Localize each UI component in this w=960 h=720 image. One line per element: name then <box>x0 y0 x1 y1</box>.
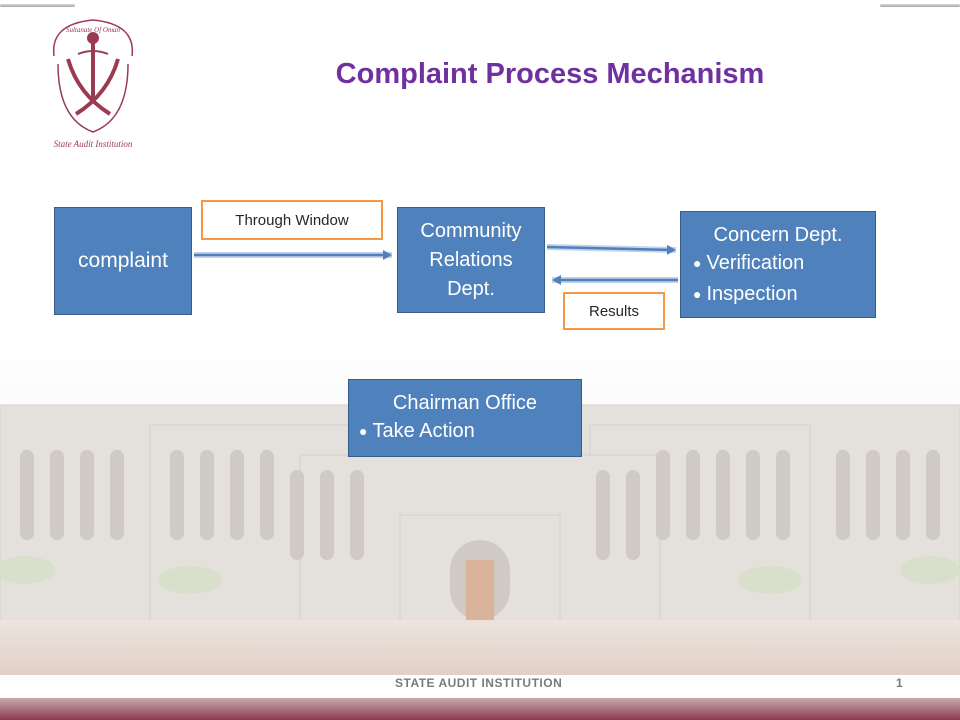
bullet-icon: ● <box>693 255 702 271</box>
concern-bullet-text: Inspection <box>706 283 798 305</box>
logo-top-text: Sultanate Of Oman <box>66 26 121 34</box>
chairman-bullet-text: Take Action <box>372 420 475 442</box>
logo-bottom-text: State Audit Institution <box>54 139 133 149</box>
page-number: 1 <box>896 676 903 690</box>
bullet-icon: ● <box>693 286 702 302</box>
footer-band <box>0 698 960 720</box>
state-audit-institution-logo: Sultanate Of Oman State Audit Institutio… <box>52 19 134 149</box>
slide-title: Complaint Process Mechanism <box>335 58 765 90</box>
complaint-node-label: complaint <box>78 249 168 272</box>
results-label: Results <box>563 292 665 330</box>
top-left-rule <box>0 4 75 7</box>
chairman-bullet-item: ● Take Action <box>359 416 581 447</box>
building-background-image <box>0 330 960 675</box>
concern-dept-node: Concern Dept. ● Verification ● Inspectio… <box>680 211 876 318</box>
footer-institution: STATE AUDIT INSTITUTION <box>395 676 563 690</box>
concern-node-heading: Concern Dept. <box>713 224 843 246</box>
community-node-line-1: Community <box>420 219 522 242</box>
through-window-label: Through Window <box>201 200 383 240</box>
through-window-text: Through Window <box>235 211 349 229</box>
community-node-line-2: Relations <box>429 248 513 271</box>
community-relations-node: Community Relations Dept. <box>397 207 545 313</box>
complaint-node: complaint <box>54 207 192 315</box>
arrow-community-to-concern <box>546 244 677 255</box>
bullet-icon: ● <box>359 423 368 439</box>
chairman-office-node: Chairman Office ● Take Action <box>348 379 582 457</box>
concern-bullet-text: Verification <box>706 252 805 274</box>
concern-bullet-item: ● Inspection <box>693 279 875 310</box>
top-right-rule <box>880 4 960 7</box>
community-node-line-3: Dept. <box>447 277 495 300</box>
concern-bullet-item: ● Verification <box>693 248 875 279</box>
chairman-node-heading: Chairman Office <box>392 392 538 414</box>
results-text: Results <box>588 302 640 320</box>
